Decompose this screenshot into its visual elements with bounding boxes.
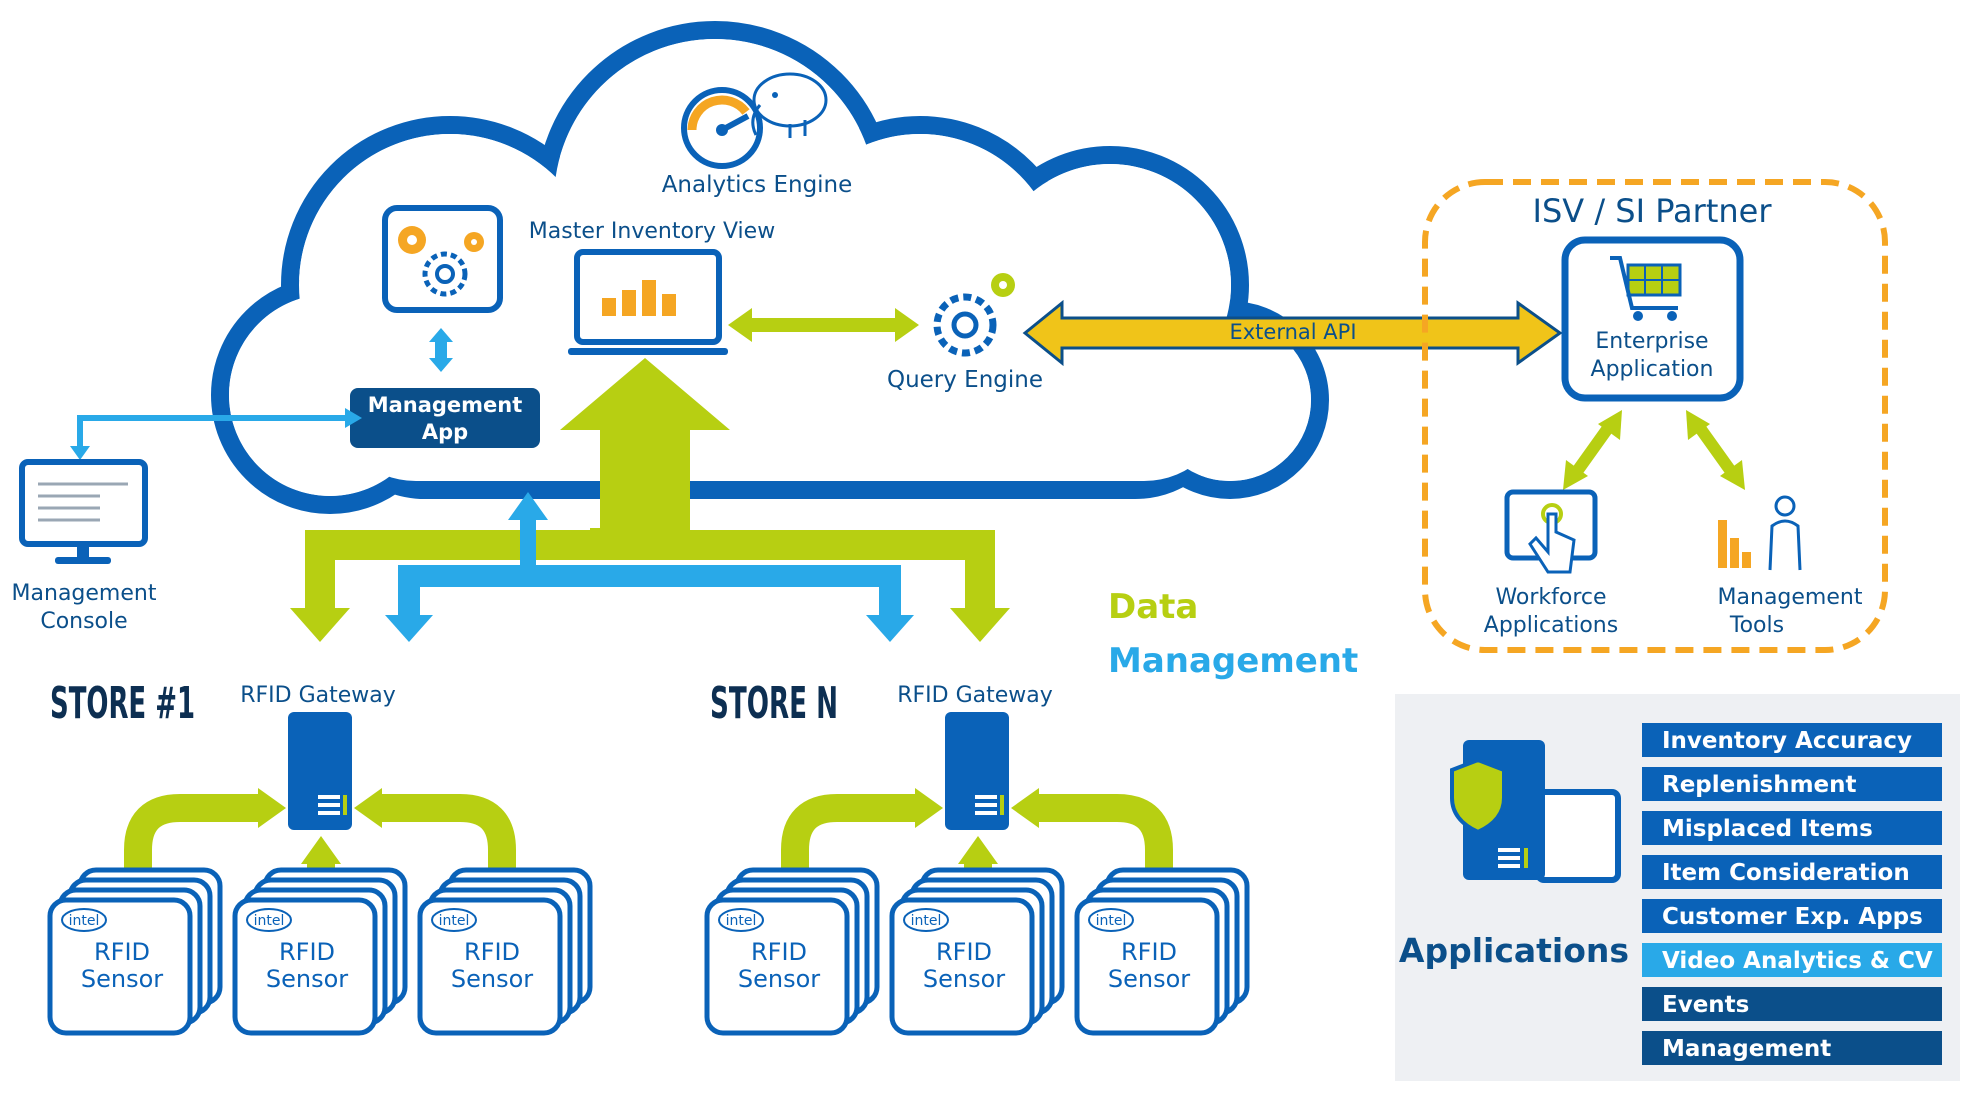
sensor-line1: RFID: [936, 938, 992, 966]
sensor-line1: RFID: [1121, 938, 1177, 966]
laptop-chart-icon: [568, 249, 728, 355]
sensor-line2: Sensor: [923, 965, 1005, 993]
store-n: STORE N RFID Gateway: [710, 678, 1173, 905]
data-flow-arrows: [290, 358, 1010, 642]
sensor-line1: RFID: [279, 938, 335, 966]
data-label: Data: [1108, 587, 1198, 627]
sensor-line2: Sensor: [451, 965, 533, 993]
external-api-label: External API: [1229, 320, 1356, 344]
enterprise-line2: Application: [1591, 357, 1714, 382]
application-item[interactable]: Inventory Accuracy: [1642, 723, 1942, 757]
management-console-line2: Console: [40, 609, 127, 634]
store-1-gateway-label: RFID Gateway: [240, 683, 396, 708]
application-item[interactable]: Management: [1642, 1031, 1942, 1065]
applications-list: Inventory AccuracyReplenishmentMisplaced…: [1642, 723, 1942, 1065]
sensor-brand: intel: [1096, 913, 1127, 929]
analytics-engine-label: Analytics Engine: [662, 172, 853, 198]
gauge-icon: [681, 87, 763, 169]
application-item[interactable]: Misplaced Items: [1642, 811, 1942, 845]
isv-si-partner: ISV / SI Partner Enterprise Application: [1422, 179, 1888, 653]
store-n-gateway-label: RFID Gateway: [897, 683, 1053, 708]
application-item-label: Events: [1662, 992, 1749, 1018]
sensor-line1: RFID: [751, 938, 807, 966]
application-item[interactable]: Replenishment: [1642, 767, 1942, 801]
sensor-brand: intel: [439, 913, 470, 929]
sensor-line1: RFID: [464, 938, 520, 966]
management-tools: Management Tools: [1718, 495, 1863, 638]
intel-logo-icon: intel: [903, 908, 949, 932]
applications-panel: Applications Inventory AccuracyReplenish…: [1395, 694, 1960, 1081]
management-console: Management Console: [12, 408, 362, 634]
sensor-line2: Sensor: [266, 965, 348, 993]
intel-logo-icon: intel: [246, 908, 292, 932]
application-item[interactable]: Events: [1642, 987, 1942, 1021]
monitor-icon: [19, 459, 148, 564]
management-console-line1: Management: [12, 581, 157, 606]
management-app-button[interactable]: Management App: [350, 388, 540, 448]
enterprise-application: Enterprise Application: [1561, 236, 1744, 402]
query-engine: Query Engine: [887, 273, 1043, 393]
master-inventory-label: Master Inventory View: [529, 219, 775, 244]
intel-logo-icon: intel: [431, 908, 477, 932]
secure-server-icon: [1450, 740, 1621, 883]
elephant-icon: [751, 72, 828, 138]
tablet-touch-icon: [1504, 489, 1598, 574]
analytics-engine: Analytics Engine: [662, 72, 853, 198]
application-item-label: Replenishment: [1662, 772, 1857, 798]
store-n-name: STORE N: [710, 678, 838, 729]
mgmt-tools-line2: Tools: [1729, 613, 1784, 638]
mgmt-tools-line1: Management: [1718, 585, 1863, 610]
management-label: Management: [1108, 641, 1358, 681]
sensor-brand: intel: [726, 913, 757, 929]
server-icon: [945, 712, 1009, 830]
rfid-sensors: intelRFIDSensorintelRFIDSensorintelRFIDS…: [47, 867, 1250, 1036]
shopping-cart-icon: [1610, 256, 1682, 321]
gear-icon: [933, 273, 1015, 357]
management-app-line1: Management: [368, 393, 523, 417]
applications-title: Applications: [1399, 931, 1629, 970]
sensor-brand: intel: [911, 913, 942, 929]
server-icon: [288, 712, 352, 830]
intel-logo-icon: intel: [61, 908, 107, 932]
intel-logo-icon: intel: [718, 908, 764, 932]
application-item-label: Misplaced Items: [1662, 816, 1873, 842]
enterprise-line1: Enterprise: [1595, 329, 1708, 354]
settings-gears-icon: [382, 205, 503, 313]
application-item-label: Video Analytics & CV: [1662, 948, 1933, 974]
application-item[interactable]: Video Analytics & CV: [1642, 943, 1942, 977]
workforce-applications: Workforce Applications: [1484, 489, 1618, 638]
sensor-line1: RFID: [94, 938, 150, 966]
store-1-name: STORE #1: [50, 678, 195, 729]
management-app-line2: App: [422, 420, 468, 444]
application-item-label: Management: [1662, 1036, 1831, 1062]
query-engine-label: Query Engine: [887, 367, 1043, 393]
application-item-label: Inventory Accuracy: [1662, 728, 1912, 754]
sensor-brand: intel: [69, 913, 100, 929]
gears-mgmt-arrow: [429, 328, 453, 372]
partner-arrows: [1563, 410, 1745, 490]
application-item-label: Customer Exp. Apps: [1662, 904, 1923, 930]
workforce-line1: Workforce: [1495, 585, 1606, 610]
intel-logo-icon: intel: [1088, 908, 1134, 932]
sensor-line2: Sensor: [738, 965, 820, 993]
sensor-line2: Sensor: [1108, 965, 1190, 993]
application-item[interactable]: Customer Exp. Apps: [1642, 899, 1942, 933]
sensor-line2: Sensor: [81, 965, 163, 993]
application-item[interactable]: Item Consideration: [1642, 855, 1942, 889]
sensor-brand: intel: [254, 913, 285, 929]
application-item-label: Item Consideration: [1662, 860, 1910, 886]
chart-person-icon: [1718, 495, 1802, 571]
store-1: STORE #1 RFID Gateway: [50, 678, 516, 905]
laptop-query-arrow: [728, 308, 919, 342]
partner-title: ISV / SI Partner: [1533, 192, 1773, 230]
workforce-line2: Applications: [1484, 613, 1618, 638]
master-inventory-view: Master Inventory View: [529, 219, 775, 355]
